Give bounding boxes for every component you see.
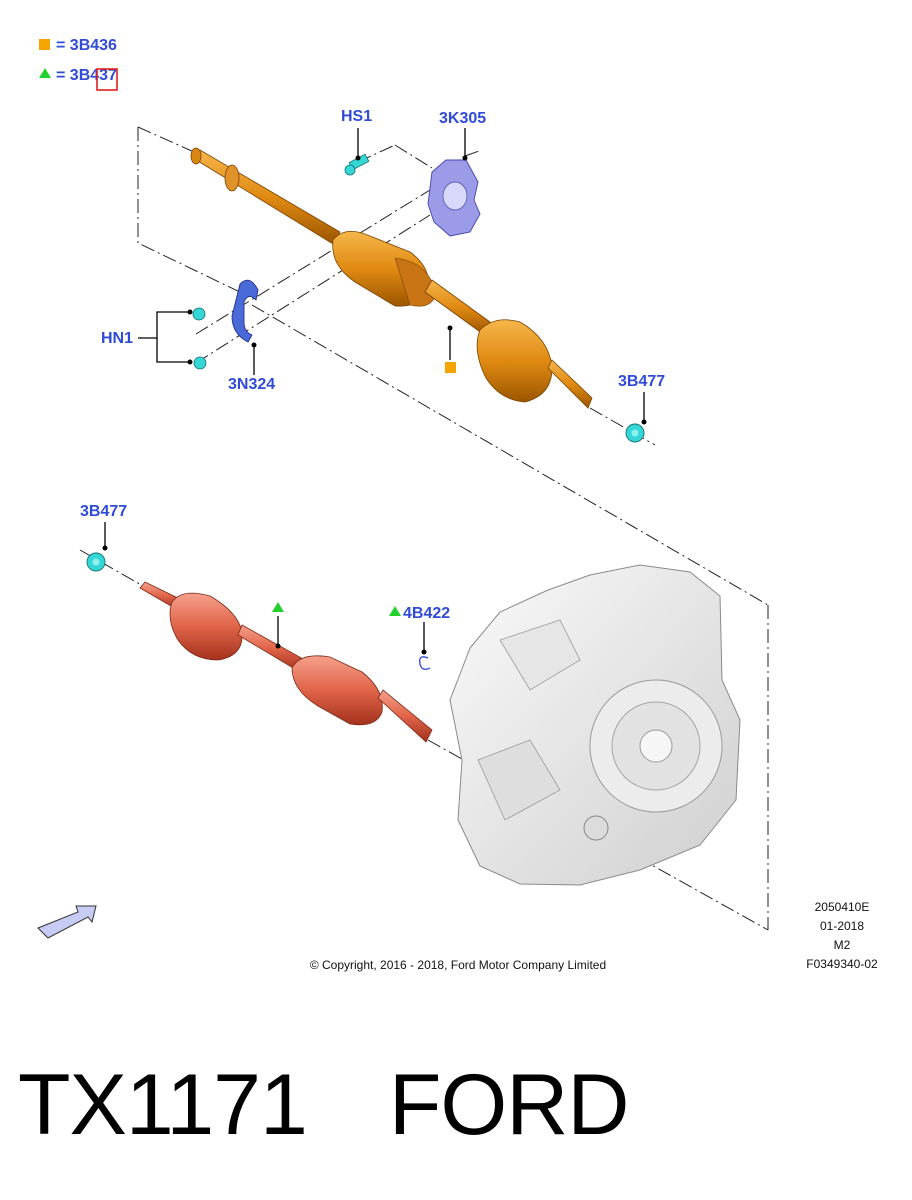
label-hn1: HN1 (101, 330, 133, 347)
label-hs1: HS1 (341, 108, 372, 125)
caption: TX1171 FORD (18, 1050, 898, 1160)
label-3b477-left: 3B477 (80, 503, 127, 520)
label-3b477-right: 3B477 (618, 373, 665, 390)
leader-lines (102, 128, 647, 655)
bearing-bracket (427, 159, 481, 237)
nut-3b477-right (625, 423, 645, 443)
info-variant: M2 (834, 938, 851, 952)
highlight-box (96, 68, 118, 91)
circlip (418, 656, 431, 671)
info-code: 2050410E (815, 900, 870, 914)
right-drive-shaft (190, 147, 593, 409)
info-block: 2050410E 01-2018 M2 F0349340-02 (806, 900, 878, 971)
info-ref: F0349340-02 (806, 957, 878, 971)
fastener-hn1-upper (192, 307, 206, 321)
brand-name: FORD (388, 1057, 630, 1153)
part-number: TX1171 (18, 1057, 308, 1153)
label-3n324: 3N324 (228, 376, 275, 393)
legend-item-1: = 3B436 (56, 37, 117, 54)
b422-triangle-icon (389, 606, 401, 616)
nut-3b477-left (86, 552, 106, 572)
parts-diagram: = 3B436 = 3B437 (37, 37, 878, 972)
marker-square-icon (445, 362, 456, 373)
legend-square-icon (39, 39, 50, 50)
info-date: 01-2018 (820, 919, 864, 933)
label-3k305: 3K305 (439, 110, 486, 127)
legend-item-2: = 3B437 (56, 67, 117, 84)
copyright-notice: © Copyright, 2016 - 2018, Ford Motor Com… (310, 958, 606, 972)
legend-triangle-icon (39, 68, 51, 78)
direction-arrow-icon (37, 905, 97, 939)
legend: = 3B436 = 3B437 (39, 37, 118, 91)
label-4b422: 4B422 (403, 605, 450, 622)
support-clip (231, 279, 259, 343)
transmission (449, 564, 741, 886)
marker-triangle-icon (272, 602, 284, 612)
fastener-hn1-lower (193, 356, 207, 370)
left-drive-shaft (139, 581, 433, 743)
